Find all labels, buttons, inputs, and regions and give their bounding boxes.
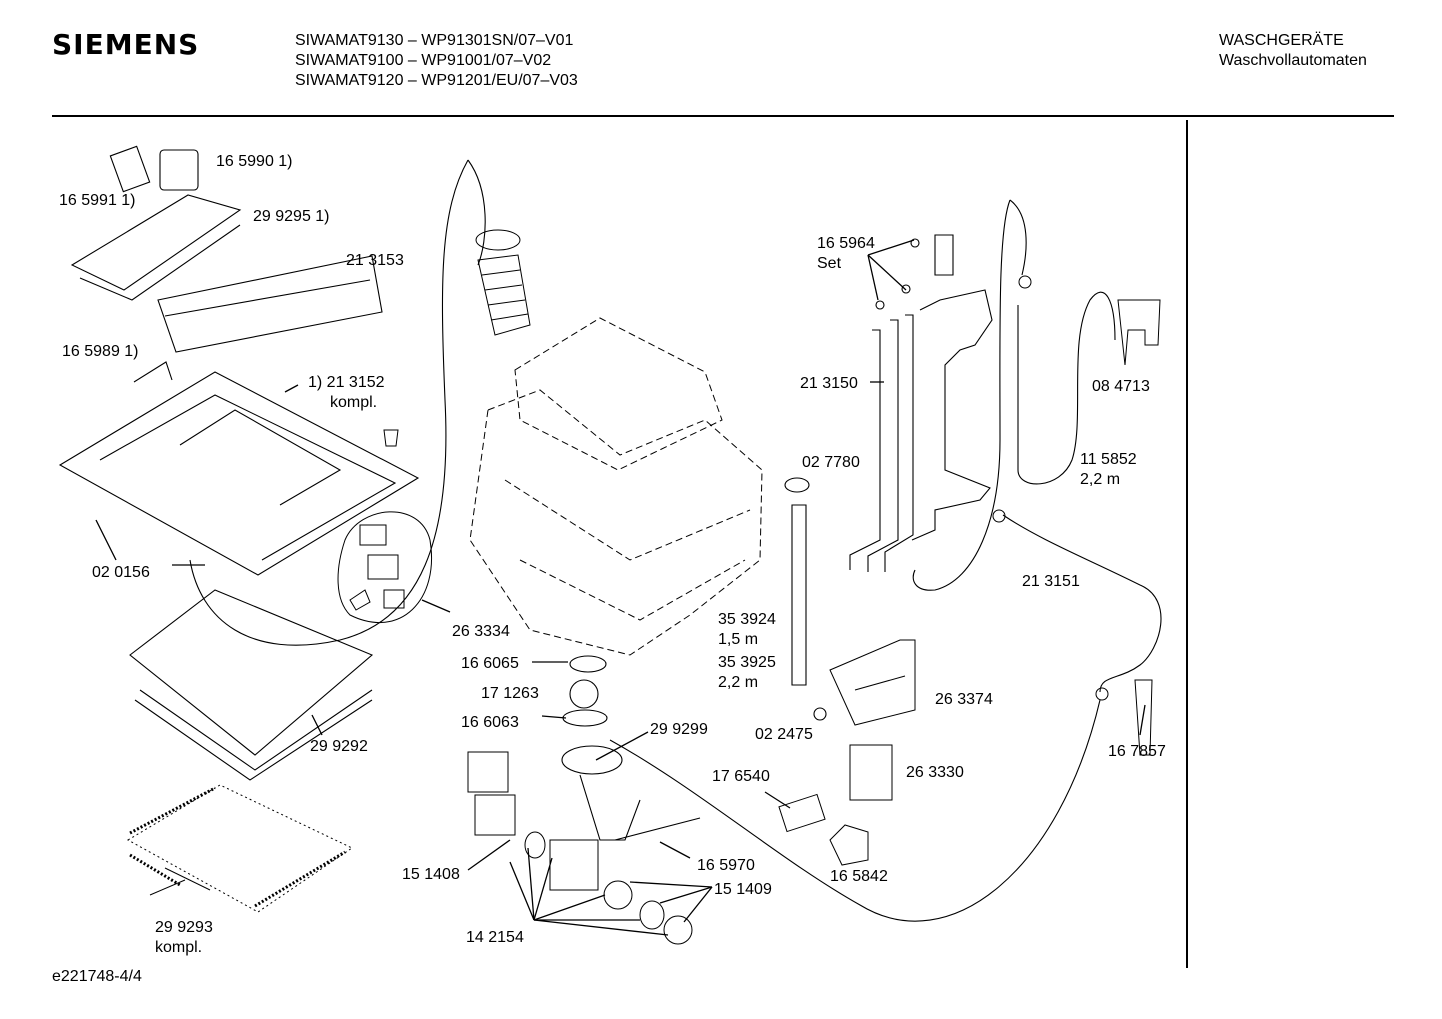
category: WASCHGERÄTE Waschvollautomaten <box>1219 31 1367 71</box>
drain-pump <box>468 752 692 944</box>
part-number: 16 5842 <box>830 868 888 885</box>
part-number: 17 6540 <box>712 768 770 785</box>
part-number: 26 3334 <box>452 623 510 640</box>
side-divider <box>1186 120 1188 968</box>
part-number: 14 2154 <box>466 929 524 946</box>
part-number: 35 3924 <box>718 611 776 628</box>
part-label: 29 9293 kompl. <box>155 918 213 958</box>
bottom-frame <box>128 785 352 912</box>
part-label: 26 3334 <box>452 622 510 642</box>
part-note: kompl. <box>330 394 378 411</box>
part-number: 16 6065 <box>461 655 519 672</box>
part-number: 17 1263 <box>481 685 539 702</box>
part-number: 21 3151 <box>1022 573 1080 590</box>
part-number: 16 7857 <box>1108 743 1166 760</box>
part-number: 11 5852 <box>1080 451 1137 468</box>
part-number: 08 4713 <box>1092 378 1150 395</box>
part-label: 26 3374 <box>935 690 993 710</box>
part-number: 16 5970 <box>697 857 755 874</box>
model-line: SIWAMAT9130 – WP91301SN/07–V01 <box>295 32 574 49</box>
model-list: SIWAMAT9130 – WP91301SN/07–V01 SIWAMAT91… <box>295 31 578 91</box>
part-number: 21 3150 <box>800 375 858 392</box>
part-label: 16 5990 1) <box>216 152 293 172</box>
part-note: 2,2 m <box>1080 471 1121 488</box>
part-label: 16 5970 <box>697 856 755 876</box>
detergent-drawer <box>60 146 418 780</box>
part-number: 21 3153 <box>346 252 404 269</box>
part-number: 15 1408 <box>402 866 460 883</box>
part-label: 21 3151 <box>1022 572 1080 592</box>
door-bellows <box>476 230 530 335</box>
part-label: 15 1409 <box>714 880 772 900</box>
model-line: SIWAMAT9120 – WP91201/EU/07–V03 <box>295 72 578 89</box>
switch-parts <box>338 430 432 623</box>
part-number: 02 0156 <box>92 564 150 581</box>
category-title: WASCHGERÄTE <box>1219 32 1344 49</box>
part-number: 26 3330 <box>906 764 964 781</box>
part-label: 14 2154 <box>466 928 524 948</box>
part-number: 1) 21 3152 <box>308 374 385 391</box>
part-number: 16 5991 1) <box>59 192 136 209</box>
part-label: 02 7780 <box>802 453 860 473</box>
part-label: 29 9299 <box>650 720 708 740</box>
category-subtitle: Waschvollautomaten <box>1219 52 1367 69</box>
outline-curves <box>190 160 1161 921</box>
part-number: 16 5989 1) <box>62 343 139 360</box>
part-number: 29 9299 <box>650 721 708 738</box>
part-number: 35 3925 <box>718 654 776 671</box>
hoses <box>562 478 826 840</box>
part-label: 15 1408 <box>402 865 460 885</box>
part-number: 15 1409 <box>714 881 772 898</box>
part-label: 08 4713 <box>1092 377 1150 397</box>
part-label: 1) 21 3152 kompl. <box>308 373 385 413</box>
part-label: 35 3925 2,2 m <box>718 653 776 693</box>
part-note: Set <box>817 255 842 272</box>
part-number: 29 9293 <box>155 919 213 936</box>
water-inlet-pipes <box>850 235 992 572</box>
part-number: 29 9295 1) <box>253 208 330 225</box>
part-label: 16 5991 1) <box>59 191 136 211</box>
part-number: 29 9292 <box>310 738 368 755</box>
part-note: 1,5 m <box>718 631 759 648</box>
part-note: kompl. <box>155 939 203 956</box>
wash-tub <box>470 318 762 655</box>
part-label: 16 5989 1) <box>62 342 139 362</box>
part-label: 17 6540 <box>712 767 770 787</box>
part-label: 29 9295 1) <box>253 207 330 227</box>
part-label: 16 6063 <box>461 713 519 733</box>
part-label: 16 7857 <box>1108 742 1166 762</box>
part-label: 21 3153 <box>346 251 404 271</box>
header-divider <box>52 115 1394 117</box>
part-label: 29 9292 <box>310 737 368 757</box>
part-note: 2,2 m <box>718 674 759 691</box>
brand-logo: SIEMENS <box>52 28 200 61</box>
part-number: 16 5964 <box>817 235 875 252</box>
model-line: SIWAMAT9100 – WP91001/07–V02 <box>295 52 552 69</box>
part-label: 16 5842 <box>830 867 888 887</box>
part-number: 16 5990 1) <box>216 153 293 170</box>
part-number: 26 3374 <box>935 691 993 708</box>
part-number: 02 7780 <box>802 454 860 471</box>
document-id: e221748-4/4 <box>52 968 142 985</box>
part-label: 17 1263 <box>481 684 539 704</box>
part-number: 16 6063 <box>461 714 519 731</box>
part-label: 02 2475 <box>755 725 813 745</box>
part-label: 02 0156 <box>92 563 150 583</box>
leader-lines <box>96 240 1145 935</box>
part-label: 16 6065 <box>461 654 519 674</box>
part-label: 35 3924 1,5 m <box>718 610 776 650</box>
part-label: 26 3330 <box>906 763 964 783</box>
valves <box>779 276 1160 865</box>
part-number: 02 2475 <box>755 726 813 743</box>
part-label: 21 3150 <box>800 374 858 394</box>
part-label: 11 5852 2,2 m <box>1080 450 1137 490</box>
